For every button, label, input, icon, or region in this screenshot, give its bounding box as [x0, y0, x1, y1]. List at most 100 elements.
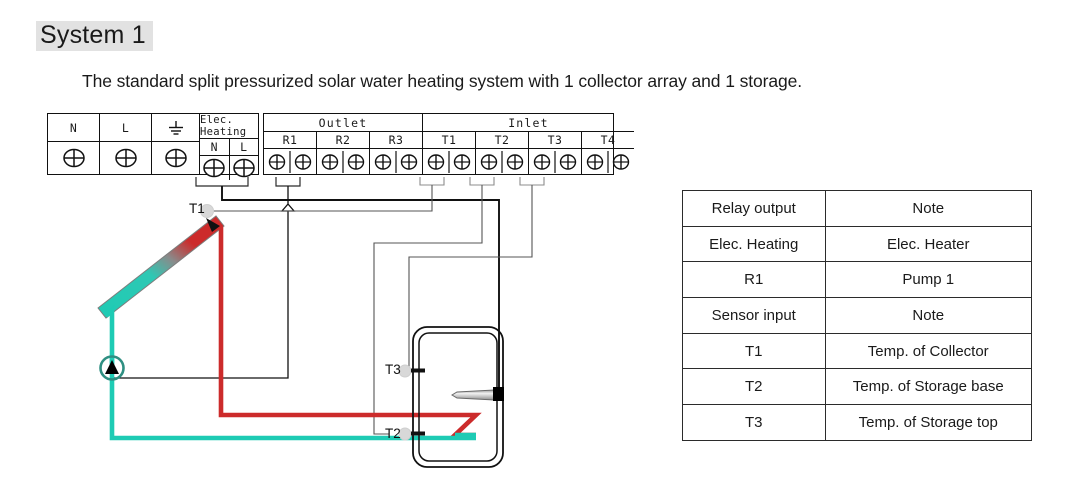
pipe-cold-to-collector [104, 304, 115, 366]
table-cell-note: Temp. of Storage top [824, 404, 1032, 441]
screw-terminal-pair-icon [374, 150, 418, 173]
terminal-col-r1: R1 [264, 132, 317, 174]
terminal-screws-r1 [264, 149, 316, 174]
jumper-t3 [519, 177, 545, 186]
table-row: Sensor input Note [682, 297, 1032, 334]
terminal-group-inlet: Inlet T1 [423, 114, 634, 174]
page-title: System 1 [36, 21, 153, 52]
table-cell-label: T2 [682, 368, 826, 406]
table-row: T3 Temp. of Storage top [682, 404, 1032, 441]
screw-terminal-pair-icon [427, 150, 471, 173]
note-table-body: Relay output Note Elec. Heating Elec. He… [682, 190, 1032, 441]
terminal-screws-r3 [370, 149, 422, 174]
table-cell-label: Elec. Heating [682, 225, 826, 263]
terminal-screws-r2 [317, 149, 369, 174]
relay-sensor-note-table: Relay output Note Elec. Heating Elec. He… [682, 190, 1032, 441]
terminal-label-r2: R2 [317, 132, 369, 149]
screw-terminal-icon [203, 158, 225, 178]
terminal-screw-l [100, 142, 151, 174]
terminal-col-live: L [100, 114, 152, 174]
table-cell-label: Relay output [682, 190, 826, 227]
table-row: T1 Temp. of Collector [682, 332, 1032, 370]
pump-impeller-arrow-icon [105, 360, 119, 374]
table-cell-label: Sensor input [682, 297, 826, 334]
terminal-screw-earth [152, 142, 199, 174]
terminal-screw-heater-l [230, 156, 259, 180]
screw-terminal-icon [114, 148, 137, 168]
sensors [200, 204, 425, 441]
terminal-label-r1: R1 [264, 132, 316, 149]
diagram-label-t1: T1 [189, 201, 205, 216]
table-cell-note: Temp. of Storage base [824, 368, 1032, 406]
terminal-label-n: N [48, 114, 99, 142]
terminal-label-t4: T4 [582, 132, 634, 149]
heater-terminal-block [493, 387, 504, 401]
terminal-label-r3: R3 [370, 132, 422, 149]
terminal-strip-io: Outlet R1 [263, 113, 634, 175]
terminal-group-label-inlet: Inlet [423, 114, 634, 132]
table-cell-label: T3 [682, 404, 826, 441]
solar-collector [97, 215, 225, 319]
terminal-group-label-outlet: Outlet [264, 114, 422, 132]
electric-heater-element [451, 387, 504, 401]
terminal-screws-t1 [423, 149, 475, 174]
pipe-cold-return [109, 356, 476, 441]
screw-terminal-pair-icon [480, 150, 524, 173]
screw-terminal-pair-icon [586, 150, 630, 173]
terminal-label-l: L [100, 114, 151, 142]
screw-terminal-pair-icon [268, 150, 312, 173]
screw-terminal-pair-icon [321, 150, 365, 173]
wire-t1-sensor [213, 185, 433, 212]
terminal-group-outlet: Outlet R1 [264, 114, 423, 174]
table-cell-label: R1 [682, 261, 826, 299]
sensor-dot-t1 [200, 204, 214, 218]
sensor-probe-t2 [411, 431, 425, 436]
sensor-dot-t2 [398, 427, 412, 441]
jumper-r1 [275, 177, 301, 187]
terminal-label-t3: T3 [529, 132, 581, 149]
terminal-col-t4: T4 [582, 132, 634, 174]
terminal-label-t2: T2 [476, 132, 528, 149]
terminal-col-earth [152, 114, 200, 174]
table-row: R1 Pump 1 [682, 261, 1032, 299]
terminal-jumpers [195, 177, 301, 187]
terminal-col-t3: T3 [529, 132, 582, 174]
screw-terminal-icon [233, 158, 255, 178]
terminal-screws-t2 [476, 149, 528, 174]
sensor-dot-t3 [398, 364, 412, 378]
heater-rod [451, 389, 495, 401]
terminal-label-heater-n: N [200, 139, 229, 156]
terminal-group-label-elec-heating: Elec. Heating [200, 114, 258, 139]
terminal-col-t1: T1 [423, 132, 476, 174]
table-row: T2 Temp. of Storage base [682, 368, 1032, 406]
terminal-col-r3: R3 [370, 132, 422, 174]
screw-terminal-pair-icon [533, 150, 577, 173]
page-subtitle: The standard split pressurized solar wat… [82, 71, 803, 91]
jumper-t1 [419, 177, 445, 186]
terminal-group-elec-heating: Elec. Heating N L [200, 114, 258, 180]
table-cell-note: Note [824, 190, 1032, 227]
terminal-jumpers-sensors [419, 177, 545, 186]
flow-arrow-collector-out [206, 218, 220, 232]
wire-t3-sensor [408, 185, 533, 372]
table-cell-label: T1 [682, 332, 826, 370]
diagram-label-t2: T2 [385, 426, 401, 441]
table-cell-note: Pump 1 [824, 261, 1032, 299]
earth-ground-glyph [168, 120, 183, 135]
terminal-col-heater-l: L [229, 139, 259, 180]
terminal-col-r2: R2 [317, 132, 370, 174]
terminal-col-neutral: N [48, 114, 100, 174]
screw-terminal-icon [164, 148, 187, 168]
terminal-screw-heater-n [200, 156, 229, 180]
terminal-strip-power: N L [47, 113, 259, 180]
terminal-label-heater-l: L [229, 139, 258, 156]
wire-elec-heating [221, 186, 500, 399]
terminal-col-heater-n: N [200, 139, 230, 180]
terminal-label-t1: T1 [423, 132, 475, 149]
table-row: Relay output Note [682, 190, 1032, 227]
jumper-t2 [469, 177, 495, 186]
jumper-elec-heating [195, 177, 249, 187]
terminal-screws-t3 [529, 149, 581, 174]
